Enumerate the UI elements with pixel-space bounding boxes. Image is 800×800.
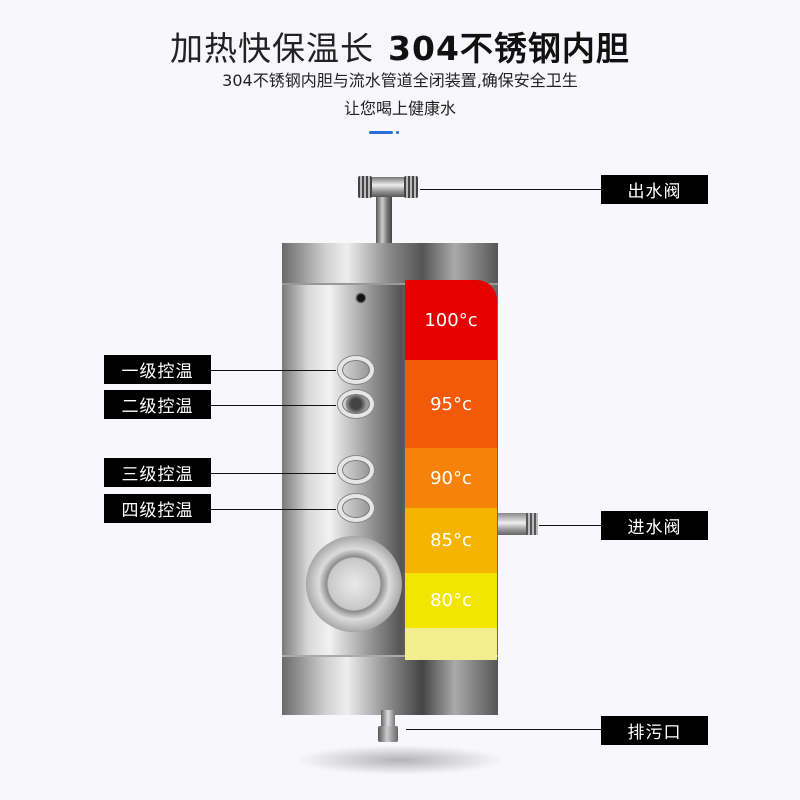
band-85: 85°c xyxy=(405,508,497,573)
tank-bottom-cap xyxy=(282,655,498,715)
band-95: 95°c xyxy=(405,360,497,448)
outlet-pipe xyxy=(376,190,392,248)
level-1-leader-line xyxy=(211,370,336,371)
level-2-leader-line xyxy=(211,405,336,406)
level-3-leader-line xyxy=(211,473,336,474)
outlet-valve-label: 出水阀 xyxy=(601,175,708,204)
level-1-thermostat-label: 一级控温 xyxy=(104,355,211,384)
band-100: 100°c xyxy=(405,280,497,360)
heating-element-flange xyxy=(306,536,402,632)
subtitle-line-1: 304不锈钢内胆与流水管道全闭装置,确保安全卫生 xyxy=(222,71,578,90)
level-2-thermostat-label: 二级控温 xyxy=(104,390,211,419)
level-4-thermostat-label: 四级控温 xyxy=(104,494,211,523)
title-light: 加热快保温长 xyxy=(170,29,375,68)
thermostat-2 xyxy=(338,390,374,418)
inlet-leader-line xyxy=(539,525,601,526)
thermostat-3 xyxy=(338,456,374,484)
accent-divider xyxy=(369,131,393,134)
drain-pipe xyxy=(381,710,395,728)
sensor-port xyxy=(355,292,367,304)
tank-shadow xyxy=(295,745,505,775)
outlet-leader-line xyxy=(420,189,601,190)
band-90: 90°c xyxy=(405,448,497,508)
level-4-leader-line xyxy=(211,509,336,510)
thermostat-1 xyxy=(338,356,374,384)
level-3-thermostat-label: 三级控温 xyxy=(104,458,211,487)
inlet-valve-label: 进水阀 xyxy=(601,511,708,540)
tank-top-cap xyxy=(282,243,498,285)
inlet-pipe xyxy=(498,513,538,535)
drain-outlet-label: 排污口 xyxy=(601,716,708,745)
page-title: 加热快保温长 304不锈钢内胆 xyxy=(0,22,800,70)
thermostat-4 xyxy=(338,494,374,522)
outlet-tee-fitting xyxy=(358,176,418,198)
title-bold: 304不锈钢内胆 xyxy=(388,29,630,68)
drain-leader-line xyxy=(406,729,601,730)
band-pale xyxy=(405,628,497,660)
subtitle-line-2: 让您喝上健康水 xyxy=(343,99,456,118)
temperature-cutaway: 100°c 95°c 90°c 85°c 80°c xyxy=(405,280,497,660)
drain-nut xyxy=(378,726,398,742)
accent-dot xyxy=(396,131,399,134)
band-80: 80°c xyxy=(405,573,497,628)
